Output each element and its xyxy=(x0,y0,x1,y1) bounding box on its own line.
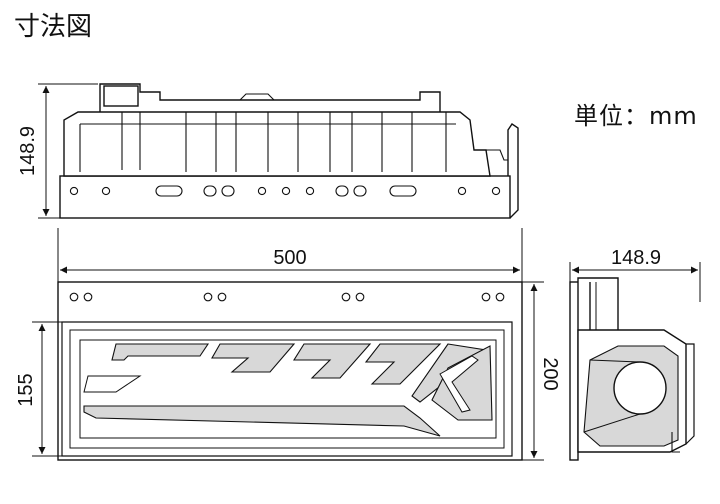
top-view-plug xyxy=(103,85,139,107)
page-title: 寸法図 xyxy=(14,12,93,42)
arrow-segment xyxy=(431,345,493,421)
dim-top-height xyxy=(38,83,98,219)
tail-bar xyxy=(83,405,441,437)
side-plate xyxy=(569,281,579,461)
dim-lens-height xyxy=(32,321,62,457)
top-view-connector xyxy=(99,83,441,112)
dim-front-width xyxy=(57,228,523,282)
side-socket xyxy=(613,361,667,415)
unit-label: 単位：mm xyxy=(574,102,698,130)
dim-side-depth-label: 148.9 xyxy=(611,247,661,269)
dim-front-width-label: 500 xyxy=(273,247,306,269)
side-connector xyxy=(577,277,619,333)
front-holes xyxy=(69,292,505,302)
dim-top-height-label: 148.9 xyxy=(17,126,39,176)
top-view-ribs xyxy=(79,112,456,172)
top-view-holes xyxy=(69,185,501,197)
top-view-flange xyxy=(507,123,519,219)
dim-front-height-label: 200 xyxy=(539,357,561,390)
dim-lens-height-label: 155 xyxy=(15,373,37,406)
dim-front-height xyxy=(522,281,544,461)
side-view xyxy=(569,277,695,461)
top-view xyxy=(59,83,519,219)
top-view-housing xyxy=(63,111,491,177)
top-view-plate xyxy=(59,175,511,219)
front-view xyxy=(57,281,523,461)
